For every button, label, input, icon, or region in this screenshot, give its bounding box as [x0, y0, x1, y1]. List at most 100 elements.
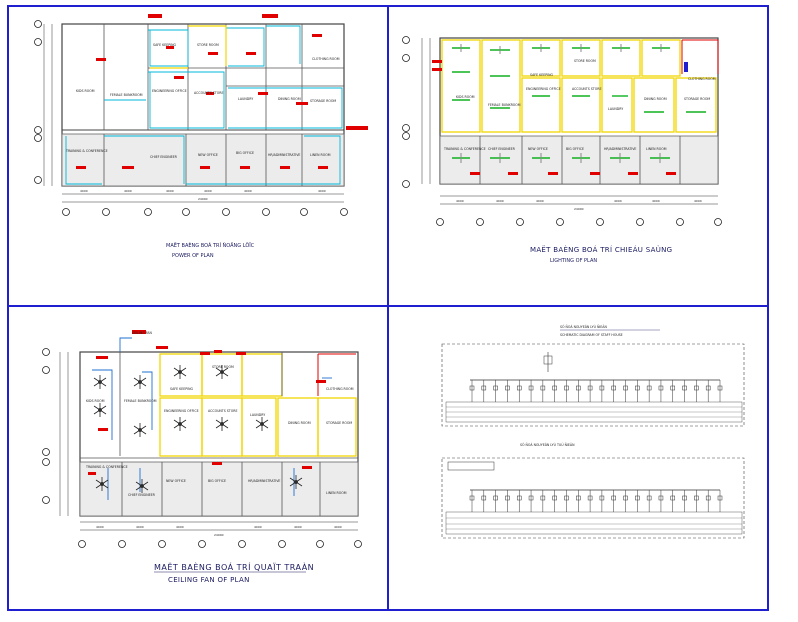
breaker-symbol [587, 385, 593, 391]
dim-label: 4000 [136, 525, 144, 529]
breaker-symbol [717, 385, 723, 391]
breaker-symbol [481, 495, 487, 501]
breaker-symbol [694, 495, 699, 501]
dim-label: 4000 [318, 189, 326, 193]
dim-label: 4000 [96, 525, 104, 529]
room-label: KIDS ROOM [456, 95, 475, 99]
fan-title-en: CEILING FAN OF PLAN [168, 576, 250, 584]
room-label: CLOTHING ROOM [688, 77, 716, 81]
breaker-symbol [599, 385, 605, 391]
room-label: ENGINEERING OFFICE [526, 87, 561, 91]
room-label: CHIEF ENGINEER [128, 493, 156, 497]
dim-label: 4000 [536, 199, 544, 203]
breaker-symbol [599, 495, 605, 501]
room-label: LAUNDRY [250, 413, 265, 417]
room-label: STORAGE ROOM [684, 97, 710, 101]
breaker-symbol [540, 385, 546, 391]
fan-plan: CEILING FAN KIDS ROOM FEMALE BUNKROOM SA… [42, 330, 362, 584]
breaker-symbol [493, 385, 498, 391]
room-label: FEMALE BUNKROOM [110, 93, 143, 97]
breaker-symbol [623, 385, 628, 391]
room-label: DINING ROOM [644, 97, 667, 101]
room-label: FEMALE BUNKROOM [124, 399, 157, 403]
breaker-symbol [611, 495, 616, 501]
dim-label: 4000 [254, 525, 262, 529]
dim-label: 4000 [244, 189, 252, 193]
room-label: KIDS ROOM [86, 399, 105, 403]
breaker-symbol [516, 385, 522, 391]
room-label: DINING ROOM [278, 97, 301, 101]
fan-legend: CEILING FAN [132, 331, 152, 335]
room-label: ACCOUNTS STORE [194, 91, 224, 95]
fan-title-vn: MAËT BAÈNG BOÁ TRÍ QUAÏT TRAÀN [154, 561, 314, 572]
room-label: LINEN ROOM [646, 147, 667, 151]
breaker-symbol [717, 495, 723, 501]
room-label: HR/ADMINISTRATIVE [248, 479, 280, 483]
room-label: SAFE KEEPING [170, 387, 193, 391]
dim-label: 4000 [456, 199, 464, 203]
room-label: NEW OFFICE [198, 153, 218, 157]
power-plan: KIDS ROOM FEMALE BUNKROOM SAFE KEEPING S… [34, 14, 368, 259]
room-label: STORAGE ROOM [310, 99, 336, 103]
breaker-symbol [611, 385, 616, 391]
room-label: HR/ADMINISTRATIVE [604, 147, 636, 151]
room-label: TRAINING & CONFERENCE [85, 465, 128, 469]
breaker-symbol [658, 385, 664, 391]
breaker-symbol [576, 495, 581, 501]
dim-label: 4000 [166, 189, 174, 193]
room-label: NEW OFFICE [166, 479, 186, 483]
breaker-symbol [705, 385, 711, 391]
breaker-symbol [552, 385, 557, 391]
breaker-symbol [505, 385, 510, 391]
room-label: BIG OFFICE [566, 147, 584, 151]
room-label: FEMALE BUNKROOM [488, 103, 521, 107]
breaker-symbol [469, 495, 475, 501]
room-label: SAFE KEEPING [153, 43, 176, 47]
breaker-symbol [540, 495, 546, 501]
breaker-symbol [528, 385, 534, 391]
room-label: BIG OFFICE [208, 479, 226, 483]
breaker-symbol [694, 385, 699, 391]
total-dim: 24000 [574, 207, 584, 211]
room-label: NEW OFFICE [528, 147, 548, 151]
lighting-title-en: LIGHTING OF PLAN [550, 258, 597, 264]
room-label: LINEN ROOM [310, 153, 331, 157]
room-label: STORE ROOM [212, 365, 234, 369]
schematic-diagram: SÔ ÑOÀ NGUYEÂN LYÙ ÑIEÄN SCHEMATIC DIAGR… [441, 324, 745, 539]
room-label: ACCOUNTS STORE [208, 409, 238, 413]
breaker-symbol [481, 385, 487, 391]
dim-label: 4000 [80, 189, 88, 193]
breaker-symbol [635, 495, 640, 501]
dim-label: 4000 [176, 525, 184, 529]
breaker-symbol [658, 495, 664, 501]
breaker-symbol [670, 495, 676, 501]
power-title-en: POWER OF PLAN [172, 253, 214, 259]
room-label: LAUNDRY [608, 107, 623, 111]
breaker-symbol [646, 495, 652, 501]
dim-label: 4000 [334, 525, 342, 529]
breaker-symbol [564, 495, 569, 501]
breaker-symbol [564, 385, 569, 391]
room-label: CHIEF ENGINEER [150, 155, 178, 159]
schematic-title: SÔ ÑOÀ NGUYEÂN LYÙ ÑIEÄN [560, 324, 607, 329]
dim-label: 4000 [652, 199, 660, 203]
room-label: TRAINING & CONFERENCE [65, 149, 108, 153]
breaker-symbol [552, 495, 557, 501]
room-label: LAUNDRY [238, 97, 253, 101]
breaker-symbol [670, 385, 676, 391]
breaker-symbol [516, 495, 522, 501]
dim-label: 4000 [294, 525, 302, 529]
dim-label: 4000 [614, 199, 622, 203]
room-label: CHIEF ENGINEER [488, 147, 516, 151]
dim-label: 4000 [204, 189, 212, 193]
breaker-symbol [528, 495, 534, 501]
room-label: HR/ADMINISTRATIVE [268, 153, 300, 157]
breaker-symbol [646, 385, 652, 391]
breaker-symbol [635, 385, 640, 391]
breaker-symbol [493, 495, 498, 501]
room-label: ENGINEERING OFFICE [152, 89, 187, 93]
room-label: STORE ROOM [197, 43, 219, 47]
room-label: LINEN ROOM [326, 491, 347, 495]
room-label: ENGINEERING OFFICE [164, 409, 199, 413]
